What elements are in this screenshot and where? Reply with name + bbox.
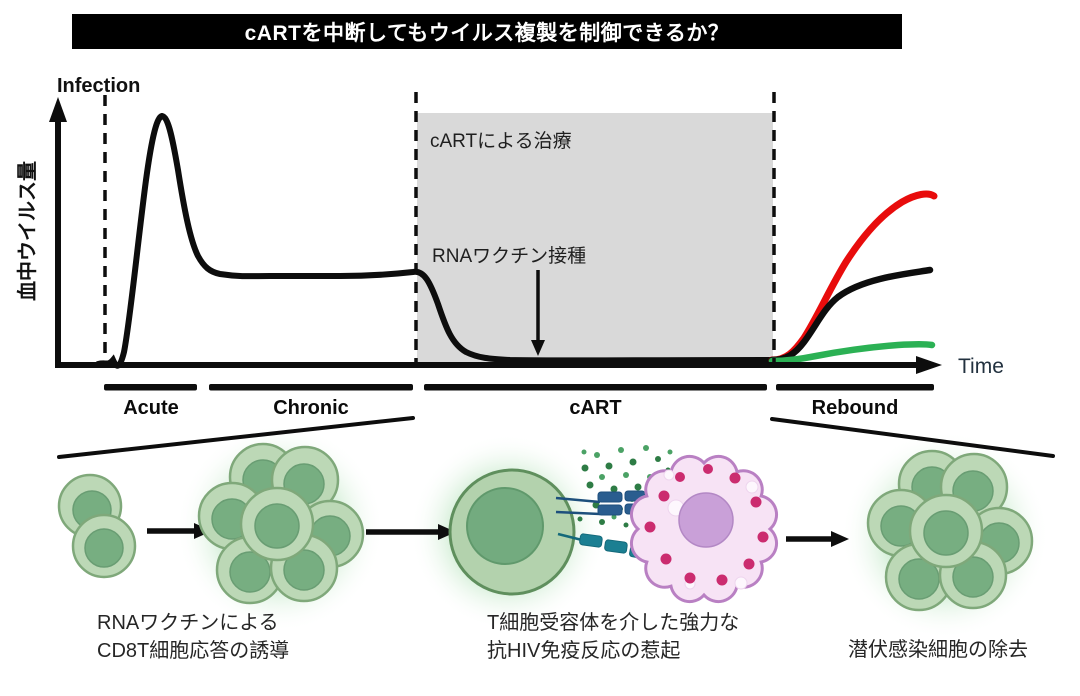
y-axis-label: 血中ウイルス量 — [17, 161, 39, 301]
x-axis-arrowhead — [916, 356, 942, 374]
rna-vaccine-label: RNAワクチン接種 — [432, 246, 587, 267]
vaccine-arrow — [531, 270, 545, 356]
caption-line: T細胞受容体を介した強力な — [487, 612, 740, 634]
zoom-connector-left — [57, 416, 415, 459]
caption-line: CD8T細胞応答の誘導 — [97, 640, 290, 662]
x-axis — [55, 356, 942, 374]
title-bar: cARTを中断してもウイルス複製を制御できるか？ — [72, 14, 902, 49]
step-caption-vaccine-induction: RNAワクチンによる CD8T細胞応答の誘導 — [97, 609, 289, 665]
phase-bar-rebound — [776, 384, 934, 391]
y-axis — [49, 97, 67, 368]
cd8-cell-pair — [57, 473, 137, 579]
rebound-curve-black — [768, 266, 934, 364]
infected-cell — [630, 455, 778, 603]
rebound-curve-red — [768, 190, 938, 364]
phase-bar-acute — [104, 384, 197, 391]
caption-line: RNAワクチンによる — [97, 612, 279, 634]
phase-bar-chronic — [209, 384, 413, 391]
x-axis-label: Time — [958, 355, 1004, 378]
step-caption-tcr-response: T細胞受容体を介した強力な 抗HIV免疫反応の惹起 — [487, 609, 739, 665]
caption-line: 抗HIV免疫反応の惹起 — [487, 640, 681, 662]
phase-label-chronic: Chronic — [273, 397, 349, 419]
step-arrow-3 — [786, 531, 849, 547]
caption-line: 潜伏感染細胞の除去 — [848, 639, 1028, 661]
rebound-curve-green — [768, 341, 936, 365]
cart-treatment-region — [417, 113, 773, 365]
cd8-cell-cluster-activated — [197, 442, 365, 605]
figure-title: cARTを中断してもウイルス複製を制御できるか？ — [244, 21, 730, 45]
step-arrow-2 — [366, 524, 456, 540]
phase-bar-cart — [424, 384, 767, 391]
phase-label-acute: Acute — [123, 397, 179, 419]
zoom-connector-right — [770, 417, 1055, 458]
step-caption-reservoir-clearance: 潜伏感染細胞の除去 — [848, 636, 1028, 664]
cd8-cell-cluster-cleared — [866, 449, 1034, 612]
phase-label-cart: cART — [569, 397, 622, 419]
phase-label-rebound: Rebound — [811, 397, 899, 419]
effector-cd8-cell — [448, 468, 576, 596]
cart-treatment-label: cARTによる治療 — [430, 131, 572, 152]
infected-cell-nucleus — [678, 492, 734, 548]
infection-label: Infection — [57, 75, 141, 97]
y-axis-arrowhead — [49, 97, 67, 122]
viral-load-curve — [95, 112, 775, 369]
